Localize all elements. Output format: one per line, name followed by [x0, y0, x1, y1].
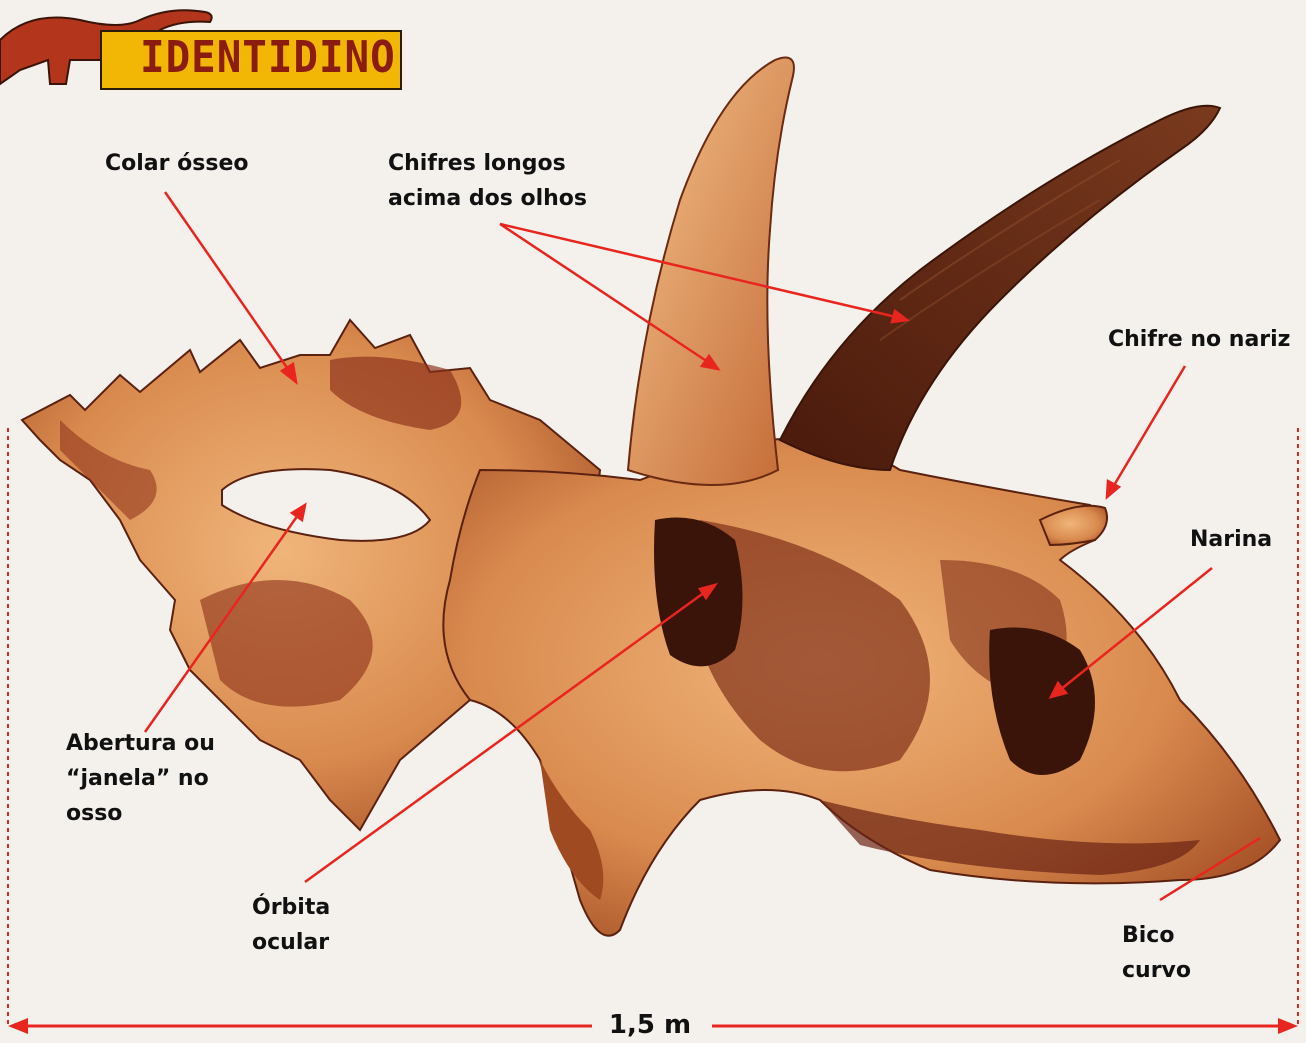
label-brow-horns: Chifres longos acima dos olhos — [388, 146, 587, 216]
brow-horn-left — [628, 58, 794, 486]
label-orbit: Órbita ocular — [252, 890, 330, 960]
label-beak: Bico curvo — [1122, 918, 1191, 988]
scale-arrow-left-icon — [8, 1018, 28, 1034]
label-nose-horn: Chifre no nariz — [1108, 322, 1291, 357]
badge-title: IDENTIDINO — [140, 36, 396, 80]
skull-body — [443, 439, 1280, 936]
label-nostril: Narina — [1190, 522, 1272, 557]
scale-label: 1,5 m — [595, 1010, 705, 1040]
label-opening: Abertura ou “janela” no osso — [66, 726, 215, 831]
brow-horn-right — [780, 106, 1220, 470]
label-collar: Colar ósseo — [105, 146, 249, 181]
pointer-nose-horn — [1107, 366, 1185, 497]
eye-orbit — [654, 518, 743, 667]
scale-arrow-right-icon — [1278, 1018, 1298, 1034]
